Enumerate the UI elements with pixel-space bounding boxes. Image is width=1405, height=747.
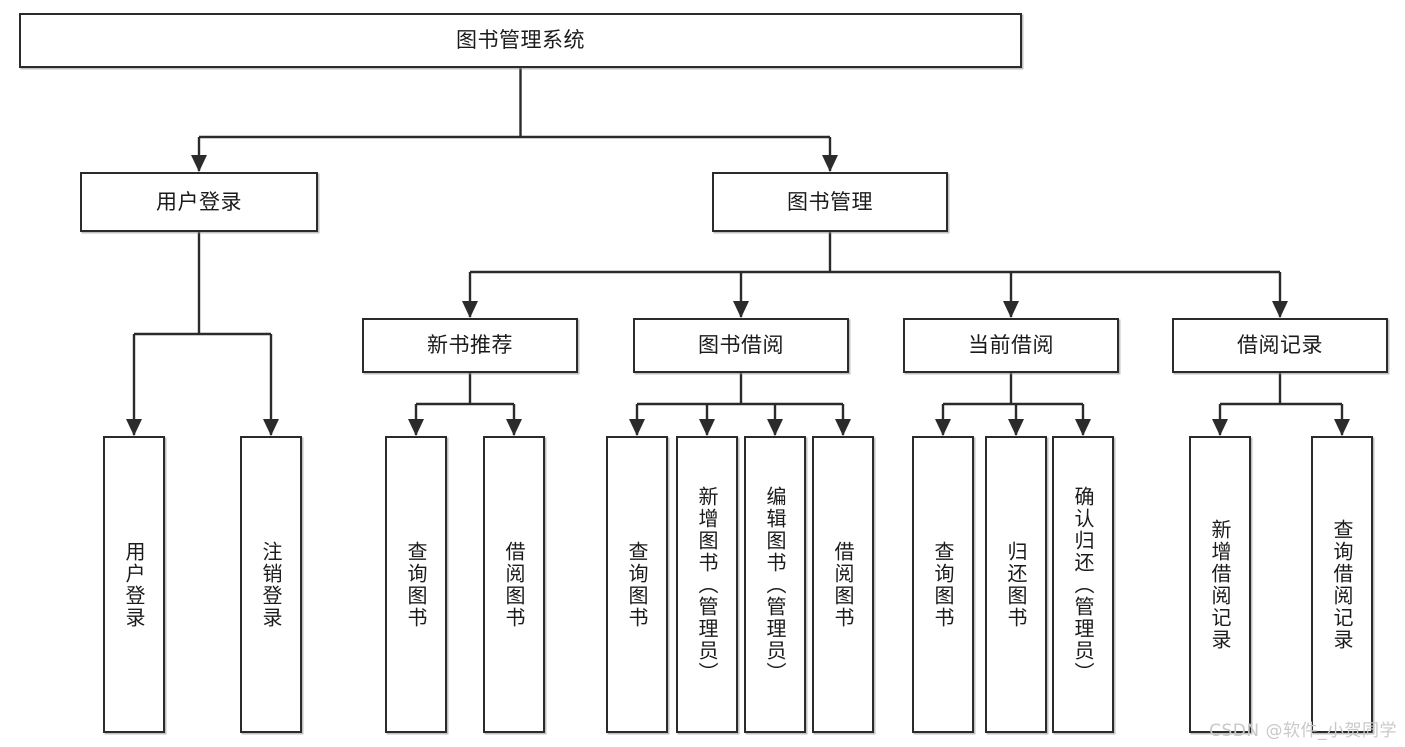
node-label-current-borrow: 当前借阅 xyxy=(968,333,1054,358)
node-label-new-book-recommend: 新书推荐 xyxy=(427,333,513,358)
arrow-head-leaf-query-borrow-record xyxy=(1334,419,1350,436)
node-label-leaf-user-login: 用户登录 xyxy=(122,540,146,629)
arrow-head-leaf-query-book-current xyxy=(935,419,951,436)
node-leaf-return-book[interactable]: 归还图书 xyxy=(985,436,1047,733)
node-label-leaf-borrow-book: 借阅图书 xyxy=(831,540,855,629)
node-label-user-login: 用户登录 xyxy=(156,189,242,214)
node-leaf-add-borrow-record[interactable]: 新增借阅记录 xyxy=(1189,436,1251,733)
node-label-leaf-borrow-book-recommend: 借阅图书 xyxy=(502,540,526,629)
arrow-head-leaf-query-book-recommend xyxy=(408,419,424,436)
node-leaf-query-book-current[interactable]: 查询图书 xyxy=(912,436,974,733)
arrow-head-leaf-user-logout xyxy=(263,419,279,436)
node-label-leaf-return-book: 归还图书 xyxy=(1004,540,1028,629)
node-book-borrow[interactable]: 图书借阅 xyxy=(633,318,849,373)
arrow-head-book-borrow xyxy=(733,301,749,318)
node-label-leaf-query-book-recommend: 查询图书 xyxy=(404,540,428,629)
arrow-head-user-login xyxy=(191,155,207,172)
node-label-leaf-confirm-return-admin: 确认归还（管理员） xyxy=(1071,485,1095,684)
node-label-root: 图书管理系统 xyxy=(456,28,585,53)
arrow-head-current-borrow xyxy=(1003,301,1019,318)
node-leaf-borrow-book-recommend[interactable]: 借阅图书 xyxy=(483,436,545,733)
node-borrow-record[interactable]: 借阅记录 xyxy=(1172,318,1388,373)
node-leaf-query-book-recommend[interactable]: 查询图书 xyxy=(385,436,447,733)
arrow-head-leaf-confirm-return-admin xyxy=(1075,419,1091,436)
arrow-head-leaf-add-borrow-record xyxy=(1212,419,1228,436)
node-label-leaf-query-book-current: 查询图书 xyxy=(931,540,955,629)
node-label-borrow-record: 借阅记录 xyxy=(1237,333,1323,358)
node-label-leaf-user-logout: 注销登录 xyxy=(259,540,283,629)
node-leaf-query-book-borrow[interactable]: 查询图书 xyxy=(606,436,668,733)
node-current-borrow[interactable]: 当前借阅 xyxy=(903,318,1119,373)
arrow-head-leaf-add-book-admin xyxy=(699,419,715,436)
arrow-head-new-book-recommend xyxy=(462,301,478,318)
arrow-head-leaf-borrow-book xyxy=(835,419,851,436)
node-label-leaf-add-book-admin: 新增图书（管理员） xyxy=(695,485,719,684)
node-leaf-user-logout[interactable]: 注销登录 xyxy=(240,436,302,733)
node-leaf-borrow-book[interactable]: 借阅图书 xyxy=(812,436,874,733)
node-leaf-user-login[interactable]: 用户登录 xyxy=(103,436,165,733)
watermark: CSDN @软件_小贺同学 xyxy=(1209,721,1397,741)
node-leaf-add-book-admin[interactable]: 新增图书（管理员） xyxy=(676,436,738,733)
node-user-login[interactable]: 用户登录 xyxy=(80,172,318,232)
arrow-head-borrow-record xyxy=(1272,301,1288,318)
node-label-leaf-edit-book-admin: 编辑图书（管理员） xyxy=(763,485,787,684)
node-label-leaf-query-borrow-record: 查询借阅记录 xyxy=(1330,518,1354,651)
node-leaf-confirm-return-admin[interactable]: 确认归还（管理员） xyxy=(1052,436,1114,733)
arrow-head-leaf-user-login xyxy=(126,419,142,436)
node-book-manage[interactable]: 图书管理 xyxy=(712,172,948,232)
node-label-leaf-query-book-borrow: 查询图书 xyxy=(625,540,649,629)
node-label-book-borrow: 图书借阅 xyxy=(698,333,784,358)
node-root[interactable]: 图书管理系统 xyxy=(19,13,1022,68)
arrow-head-leaf-return-book xyxy=(1008,419,1024,436)
node-leaf-edit-book-admin[interactable]: 编辑图书（管理员） xyxy=(744,436,806,733)
arrow-head-book-manage xyxy=(822,155,838,172)
node-label-book-manage: 图书管理 xyxy=(787,189,873,214)
node-new-book-recommend[interactable]: 新书推荐 xyxy=(362,318,578,373)
node-label-leaf-add-borrow-record: 新增借阅记录 xyxy=(1208,518,1232,651)
arrow-head-leaf-edit-book-admin xyxy=(767,419,783,436)
arrow-head-leaf-borrow-book-recommend xyxy=(506,419,522,436)
node-leaf-query-borrow-record[interactable]: 查询借阅记录 xyxy=(1311,436,1373,733)
arrow-head-leaf-query-book-borrow xyxy=(629,419,645,436)
